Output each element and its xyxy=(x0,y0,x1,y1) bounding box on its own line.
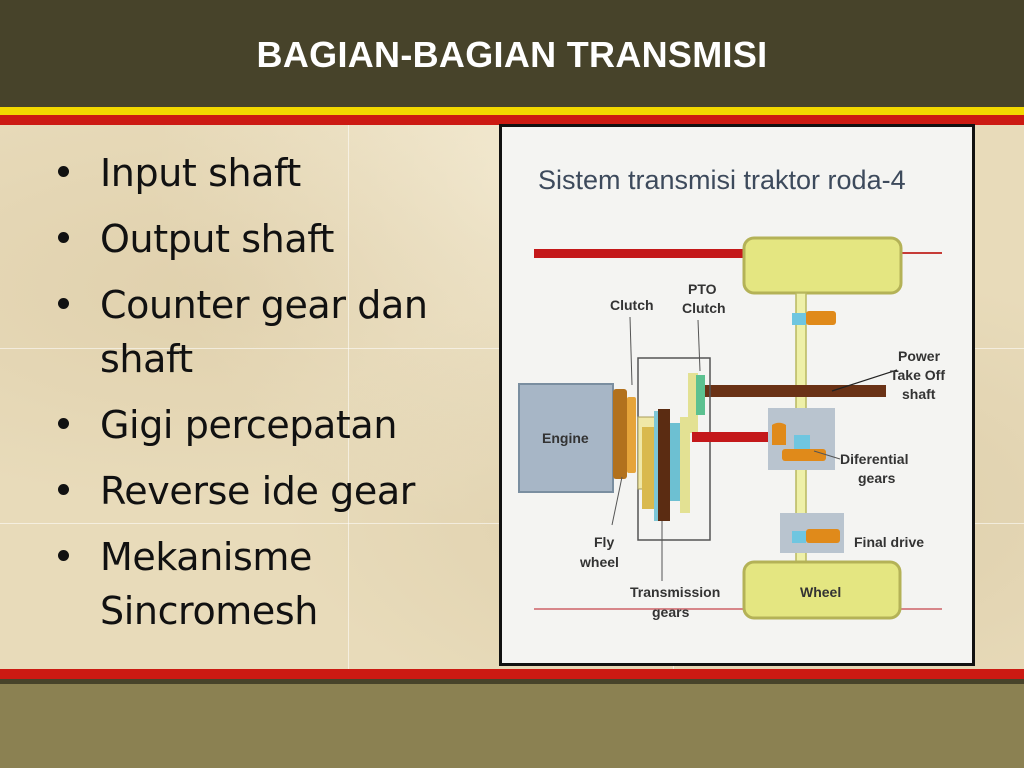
flywheel-rim xyxy=(627,397,636,473)
clutch-pointer xyxy=(629,316,633,386)
bullet-text: Mekanisme Sincromesh xyxy=(100,535,318,633)
pto-clutch-pointer xyxy=(697,319,701,372)
bullet-dot-icon xyxy=(58,484,69,495)
diagram-title: Sistem transmisi traktor roda-4 xyxy=(538,165,906,195)
differential-pointer xyxy=(813,450,841,460)
differential-label-line1: Diferential xyxy=(840,451,908,467)
bullet-text: Counter gear dan shaft xyxy=(100,283,428,381)
bullet-dot-icon xyxy=(58,418,69,429)
final-drive-bearing xyxy=(792,531,806,543)
pto-clutch-plate xyxy=(688,373,698,433)
footer-bar xyxy=(0,684,1024,768)
pto-clutch-gear xyxy=(696,375,705,415)
wheel-label: Wheel xyxy=(800,584,841,600)
bullet-list: Input shaft Output shaft Counter gear da… xyxy=(56,146,456,650)
pto-clutch-label-line2: Clutch xyxy=(682,300,726,316)
bullet-item: Mekanisme Sincromesh xyxy=(56,530,456,638)
transmission-diagram-svg: Sistem transmisi traktor roda-4 Engine xyxy=(518,165,945,620)
transmission-gears-label-line1: Transmission xyxy=(630,584,720,600)
differential-gears xyxy=(782,449,826,461)
clutch-label: Clutch xyxy=(610,297,654,313)
bullet-item: Counter gear dan shaft xyxy=(56,278,456,386)
header-red-stripe xyxy=(0,115,1024,125)
pto-shaft-label-line3: shaft xyxy=(902,386,936,402)
slide-title: BAGIAN-BAGIAN TRANSMISI xyxy=(256,34,768,75)
final-drive-label: Final drive xyxy=(854,534,924,550)
pto-shaft-label-line1: Power xyxy=(898,348,941,364)
bullet-item: Input shaft xyxy=(56,146,456,200)
bullet-item: Gigi percepatan xyxy=(56,398,456,452)
rear-wheel xyxy=(742,560,902,620)
engine-block xyxy=(518,383,614,493)
footer-red-stripe xyxy=(0,669,1024,679)
output-shaft xyxy=(692,432,770,442)
front-axle-bar xyxy=(534,249,748,258)
footer-dark-stripe xyxy=(0,679,1024,684)
transmission-gear-a xyxy=(670,423,680,501)
pto-clutch-label-line1: PTO xyxy=(688,281,717,297)
transmission-gear-b xyxy=(680,417,690,513)
flywheel-label-line2: wheel xyxy=(579,554,619,570)
background-grid-line xyxy=(348,125,349,670)
differential-bearing xyxy=(794,435,810,451)
bullet-text: Output shaft xyxy=(100,217,335,261)
input-gear xyxy=(642,427,654,509)
bullet-text: Input shaft xyxy=(100,151,301,195)
front-wheel xyxy=(742,236,903,295)
differential-label-line2: gears xyxy=(858,470,896,486)
bullet-dot-icon xyxy=(58,232,69,243)
header-yellow-stripe xyxy=(0,107,1024,115)
front-bearing xyxy=(792,313,806,325)
final-drive-gear xyxy=(806,529,840,543)
transmission-diagram: Sistem transmisi traktor roda-4 Engine xyxy=(499,124,975,666)
bullet-item: Reverse ide gear xyxy=(56,464,456,518)
pto-shaft xyxy=(702,385,886,397)
pto-shaft-label-line2: Take Off xyxy=(890,367,945,383)
counter-shaft xyxy=(658,409,670,521)
transmission-gears-label-line2: gears xyxy=(652,604,690,620)
differential-ring-gear xyxy=(772,422,786,445)
bullet-text: Reverse ide gear xyxy=(100,469,415,513)
bullet-text: Gigi percepatan xyxy=(100,403,397,447)
header-bar: BAGIAN-BAGIAN TRANSMISI xyxy=(0,0,1024,107)
flywheel-pointer xyxy=(611,476,623,526)
bullet-dot-icon xyxy=(58,550,69,561)
front-pinion-gear xyxy=(806,311,836,325)
flywheel-label-line1: Fly xyxy=(594,534,614,550)
flywheel xyxy=(613,389,627,479)
bullet-dot-icon xyxy=(58,298,69,309)
engine-label: Engine xyxy=(542,430,589,446)
pto-pointer xyxy=(831,369,898,392)
bullet-dot-icon xyxy=(58,166,69,177)
bullet-item: Output shaft xyxy=(56,212,456,266)
